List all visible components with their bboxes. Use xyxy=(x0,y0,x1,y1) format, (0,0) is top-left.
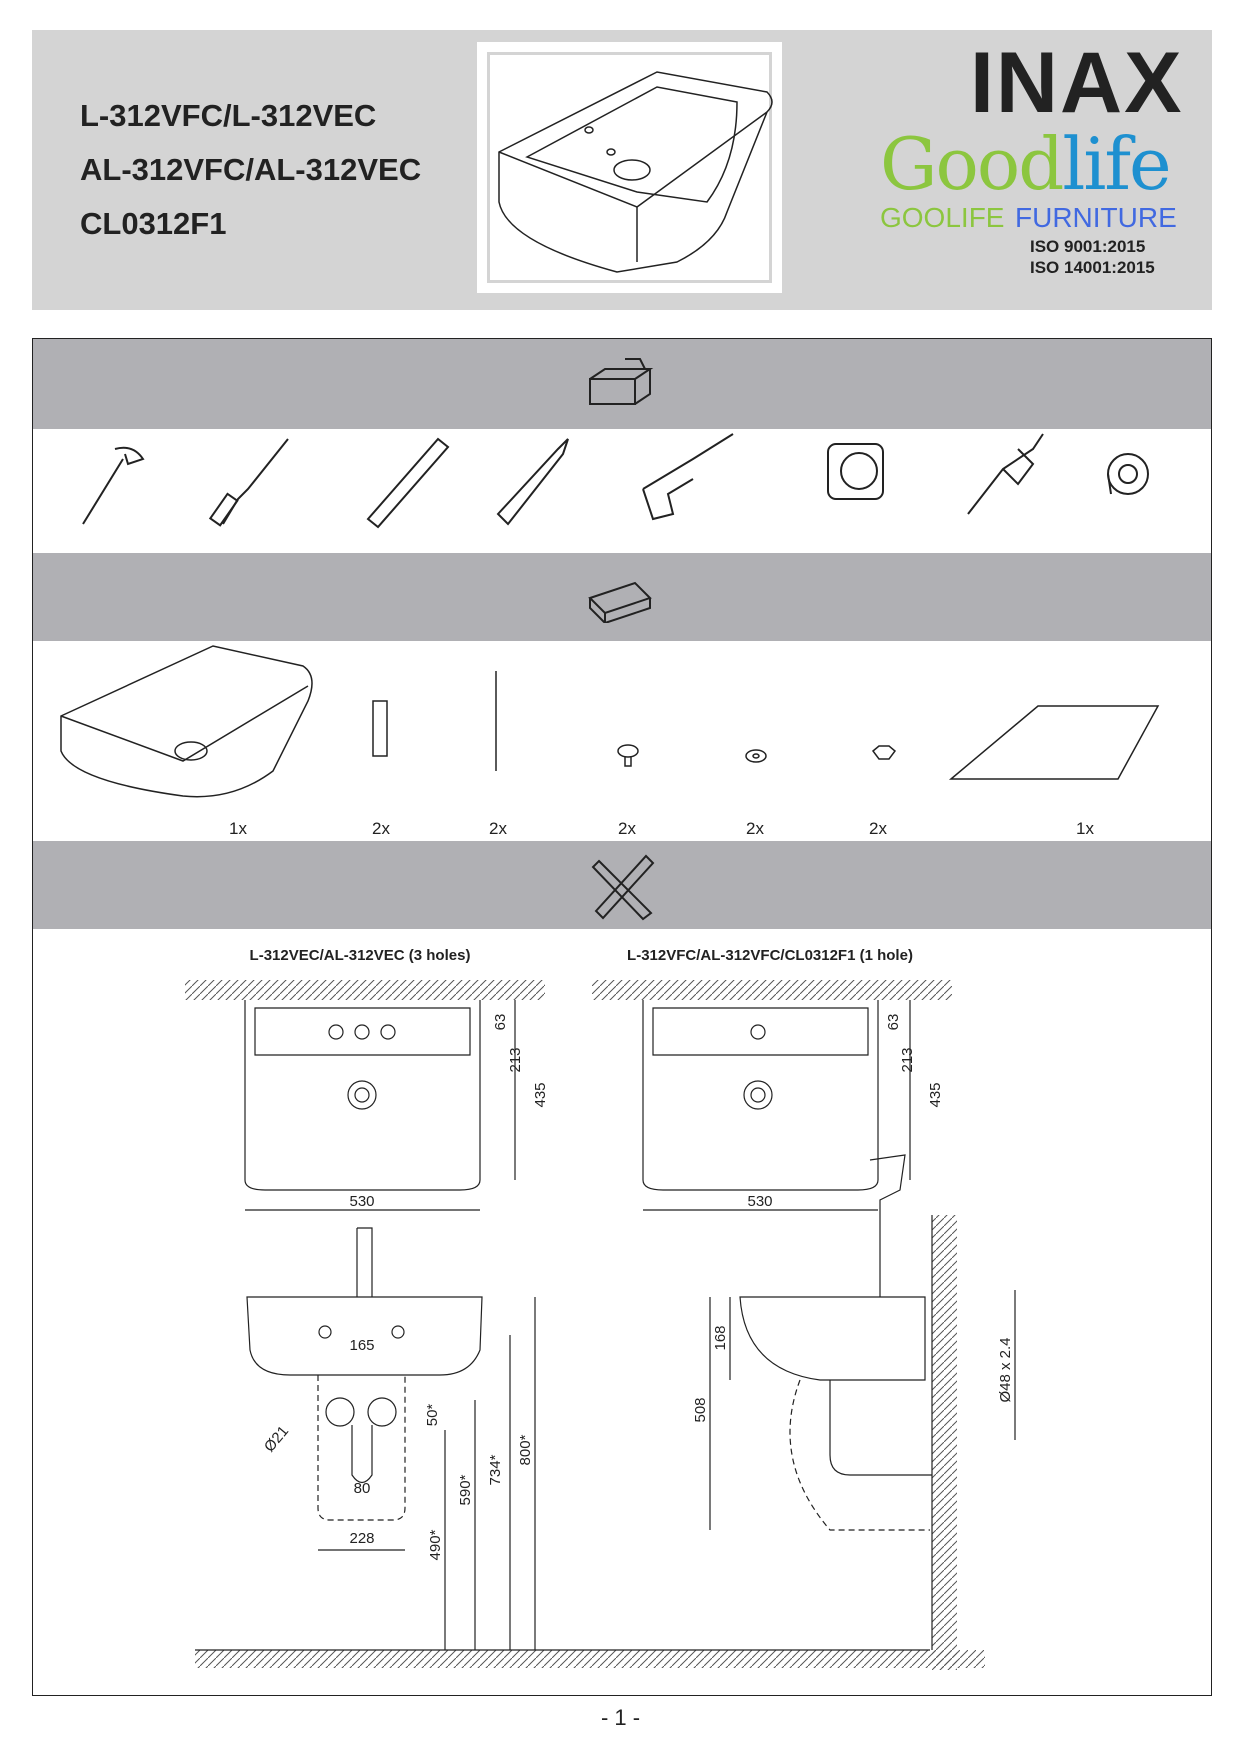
inax-logo: INAX xyxy=(970,35,1184,131)
dim-165: 165 xyxy=(349,1337,374,1354)
dim-63-left: 63 xyxy=(492,1014,509,1031)
logo-life: life xyxy=(1062,122,1171,206)
page-number: - 1 - xyxy=(600,1705,641,1730)
qty-template: 1x xyxy=(1076,819,1094,838)
dim-213-left: 213 xyxy=(507,1047,524,1072)
tools-band xyxy=(33,339,1211,429)
model-line-2: AL-312VFC/AL-312VEC xyxy=(80,152,422,187)
dim-228: 228 xyxy=(349,1530,374,1547)
right-drawing-title: L-312VFC/AL-312VFC/CL0312F1 (1 hole) xyxy=(627,947,913,964)
goodlife-logo: Goodlife xyxy=(880,128,1172,200)
washbasin-icon xyxy=(498,71,773,273)
dim-490: 490* xyxy=(427,1529,444,1560)
parts-row xyxy=(60,645,1160,798)
dim-435-left: 435 xyxy=(532,1082,549,1107)
parts-box-icon xyxy=(588,581,652,623)
product-image xyxy=(477,42,782,293)
dim-168: 168 xyxy=(712,1325,729,1350)
pencil-ruler-icon xyxy=(591,854,655,921)
ptfe-tape-icon xyxy=(1107,453,1149,495)
logo-furniture: FURNITURE xyxy=(1015,202,1177,233)
qty-cap-washer: 2x xyxy=(618,819,636,838)
drill-icon xyxy=(642,433,734,521)
dim-pipe-diameter: Ø48 x 2.4 xyxy=(997,1337,1014,1402)
wall-plug-icon xyxy=(372,700,388,757)
instruction-frame: 1x 2x 2x 2x 2x 2x 1x xyxy=(32,338,1212,1696)
dim-590: 590* xyxy=(457,1474,474,1505)
dim-530-left: 530 xyxy=(349,1193,374,1210)
logo-good: Good xyxy=(880,122,1064,206)
cap-washer-icon xyxy=(617,744,639,767)
dim-530-right: 530 xyxy=(747,1193,772,1210)
dim-800: 800* xyxy=(517,1434,534,1465)
dim-63-right: 63 xyxy=(885,1014,902,1031)
model-line-1: L-312VFC/L-312VEC xyxy=(80,98,377,133)
dim-508: 508 xyxy=(692,1397,709,1422)
dim-213-right: 213 xyxy=(899,1047,916,1072)
dim-80: 80 xyxy=(354,1480,371,1497)
nut-icon xyxy=(871,745,897,760)
dim-diameter-21: Ø21 xyxy=(261,1423,292,1456)
wrench-icon xyxy=(82,446,145,525)
template-sheet-icon xyxy=(948,705,1160,780)
iso-14001: ISO 14001:2015 xyxy=(1030,258,1155,277)
silicone-gun-icon xyxy=(967,433,1044,515)
washer-icon xyxy=(745,749,767,763)
qty-washer: 2x xyxy=(746,819,764,838)
qty-washbasin: 1x xyxy=(229,819,247,838)
qty-hanger-bolt: 2x xyxy=(489,819,507,838)
left-drawing-title: L-312VEC/AL-312VEC (3 holes) xyxy=(250,947,471,964)
dim-50: 50* xyxy=(424,1404,441,1427)
washbasin-icon xyxy=(60,645,313,798)
tools-row xyxy=(82,433,1149,529)
dimensions-band xyxy=(33,841,1211,929)
model-line-3: CL0312F1 xyxy=(80,206,227,241)
qty-nut: 2x xyxy=(869,819,887,838)
qty-wall-plug: 2x xyxy=(372,819,390,838)
dim-734: 734* xyxy=(487,1454,504,1485)
toolbox-icon xyxy=(589,358,654,405)
parts-band xyxy=(33,553,1211,641)
pencil-icon xyxy=(496,438,569,526)
screwdriver-icon xyxy=(208,438,289,527)
iso-9001: ISO 9001:2015 xyxy=(1030,237,1146,256)
logo-goolife: GOOLIFE xyxy=(880,202,1005,233)
dim-435-right: 435 xyxy=(927,1082,944,1107)
tape-measure-icon xyxy=(827,443,884,500)
technical-drawings: L-312VEC/AL-312VEC (3 holes) L-312VFC/AL… xyxy=(185,947,1016,1670)
spirit-level-icon xyxy=(366,437,450,529)
